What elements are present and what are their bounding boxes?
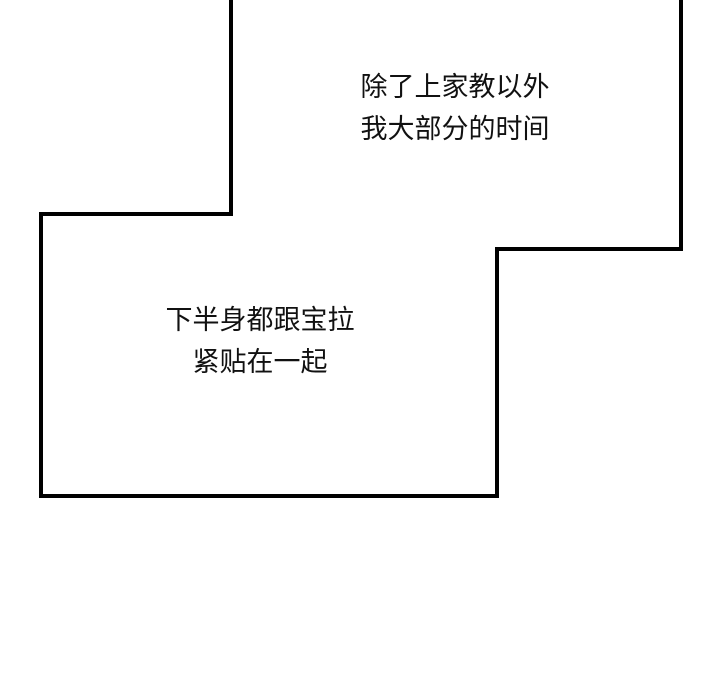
caption-line: 我大部分的时间 [360, 114, 550, 145]
narration-caption-upper: 除了上家教以外 我大部分的时间 [330, 67, 580, 151]
caption-line: 下半身都跟宝拉 [165, 305, 355, 336]
narration-caption-lower: 下半身都跟宝拉 紧贴在一起 [140, 300, 380, 384]
caption-line: 紧贴在一起 [192, 347, 328, 378]
caption-line: 除了上家教以外 [360, 72, 550, 103]
